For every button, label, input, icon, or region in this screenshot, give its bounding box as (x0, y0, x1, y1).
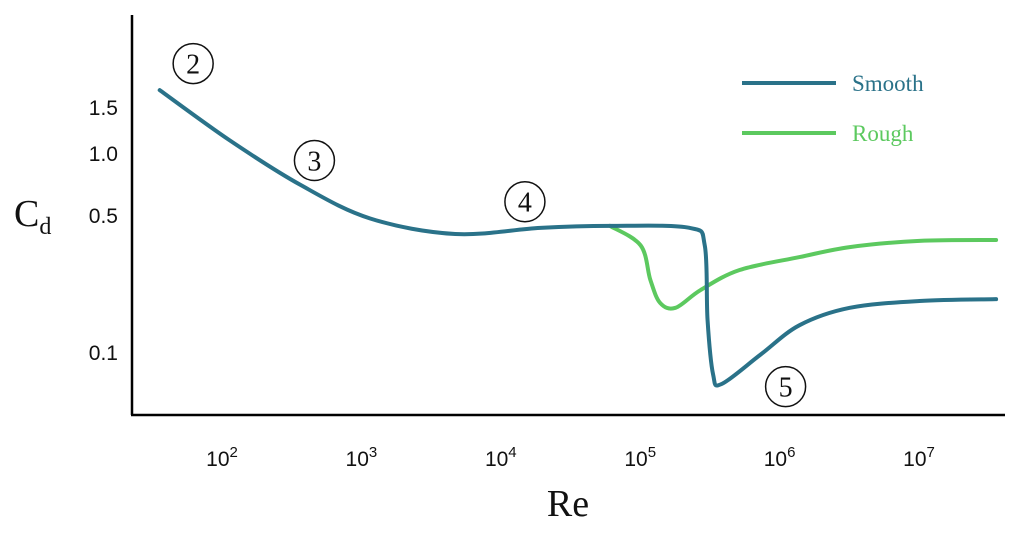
x-tick-label: 105 (624, 444, 656, 471)
y-tick-label: 1.0 (89, 143, 118, 166)
legend-smooth-label: Smooth (852, 71, 924, 96)
x-tick-label: 102 (206, 444, 238, 471)
y-axis-label: Cd (14, 193, 51, 240)
x-tick-label: 104 (485, 444, 517, 471)
series-line-smooth (157, 88, 999, 388)
legend-rough-label: Rough (852, 121, 914, 146)
marker-label: 2 (186, 50, 200, 81)
marker-circle (293, 139, 336, 182)
y-tick-label: 0.1 (89, 342, 118, 365)
x-tick-label: 107 (903, 444, 935, 471)
x-tick-label: 103 (346, 444, 378, 471)
x-tick-label: 106 (764, 444, 796, 471)
legend: Smooth Rough (742, 71, 924, 146)
region-marker-3: 3 (293, 139, 336, 182)
y-tick-label: 0.5 (89, 205, 118, 228)
marker-label: 5 (779, 373, 793, 404)
marker-label: 4 (518, 188, 532, 219)
y-tick-label: 1.5 (89, 97, 118, 120)
region-marker-2: 2 (172, 42, 214, 85)
marker-circle (504, 180, 546, 223)
marker-label: 3 (307, 146, 321, 177)
region-marker-4: 4 (504, 180, 546, 223)
series-line-rough (607, 223, 999, 311)
region-marker-5: 5 (764, 365, 807, 408)
marker-circle (764, 365, 807, 408)
marker-circle (172, 42, 214, 85)
x-axis-label: Re (547, 483, 589, 525)
